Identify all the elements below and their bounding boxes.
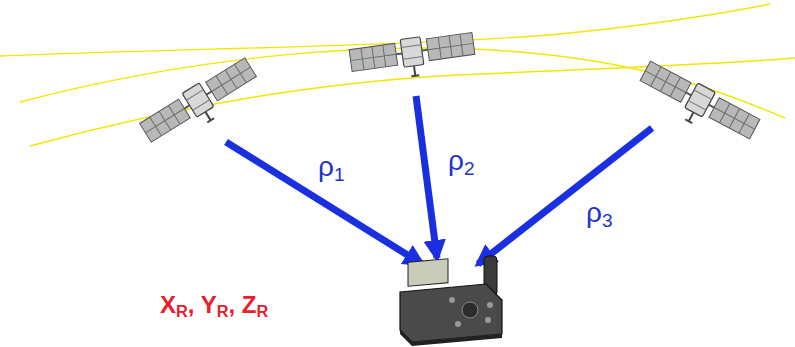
gps-receiver [400, 256, 502, 346]
satellites [138, 30, 761, 154]
range-label: ρ2 [448, 146, 475, 180]
range-label: ρ1 [318, 152, 345, 186]
range-label: ρ3 [586, 198, 613, 232]
range-arrows [226, 96, 652, 264]
receiver-coordinates: XR, YR, ZR [160, 292, 268, 321]
